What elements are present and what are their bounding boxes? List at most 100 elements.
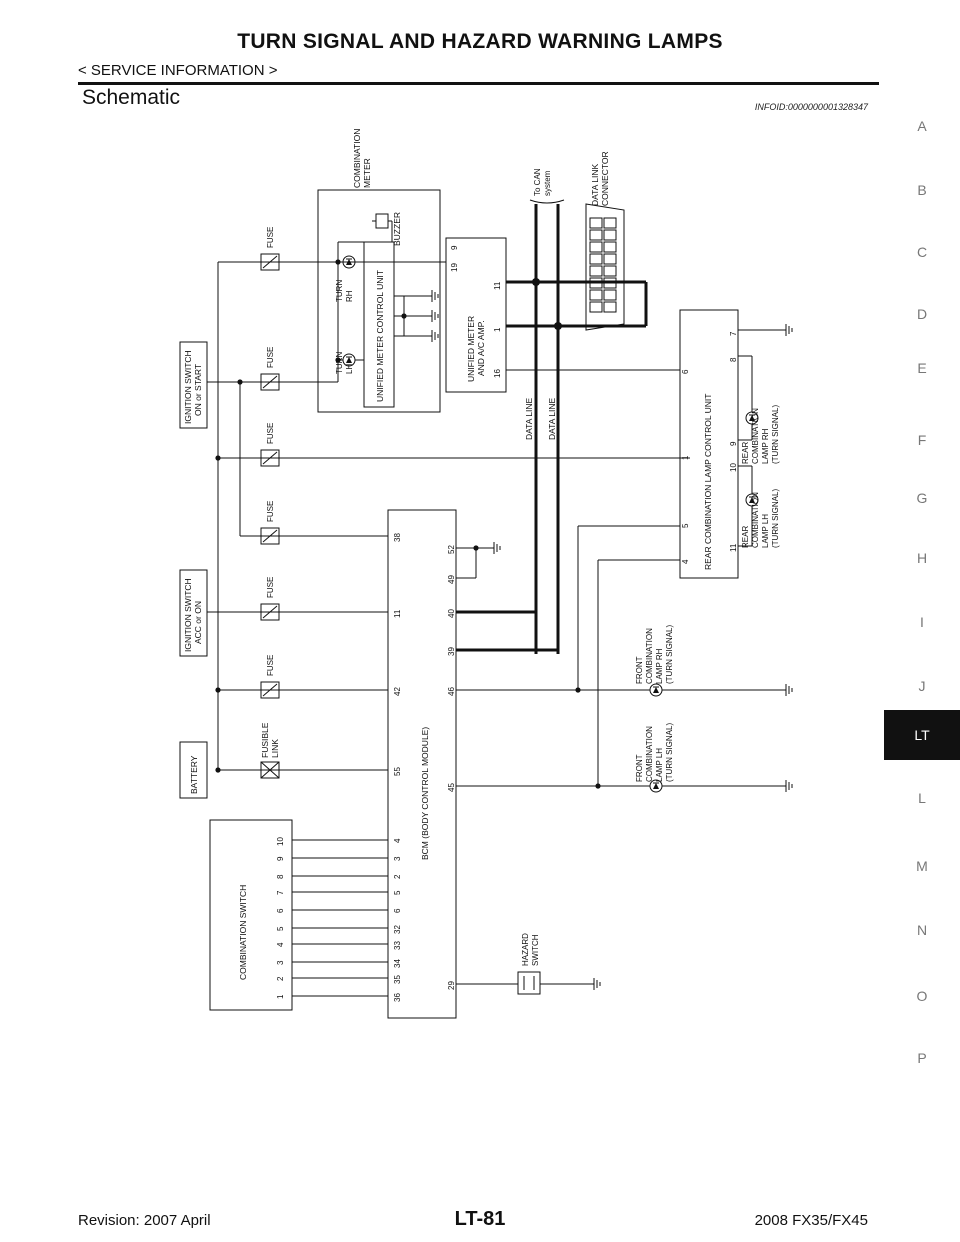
amp-pin: 11 — [493, 281, 502, 290]
index-tab-f[interactable]: F — [917, 432, 927, 448]
turn-rh-icon — [346, 259, 352, 265]
battery-label: BATTERY — [189, 755, 199, 794]
fuse-label: FUSE — [266, 501, 275, 522]
rear-pin: 6 — [681, 369, 690, 374]
fusible-link-label: LINK — [270, 739, 280, 758]
comb-switch-pin: 1 — [276, 994, 285, 999]
index-tab-p[interactable]: P — [917, 1050, 927, 1066]
rear-lh-label: LAMP LH — [761, 514, 770, 548]
rear-lh-icon — [749, 497, 755, 503]
buzzer-label: BUZZER — [392, 212, 402, 246]
data-link-connector-label: CONNECTOR — [600, 151, 610, 206]
bcm-pin: 46 — [447, 687, 456, 696]
index-tab-e[interactable]: E — [917, 360, 927, 376]
ign-acc-on-label: ACC or ON — [193, 601, 203, 644]
bcm-pin: 42 — [393, 687, 402, 696]
rear-rh-label: COMBINATION — [751, 408, 760, 464]
index-tab-g[interactable]: G — [916, 490, 928, 506]
umcu-label: UNIFIED METER CONTROL UNIT — [375, 270, 385, 402]
dlc-pin — [589, 277, 603, 289]
rear-rh-label: LAMP RH — [761, 428, 770, 464]
front-lh-label: LAMP LH — [655, 748, 664, 782]
bcm-pin: 5 — [393, 890, 402, 895]
fuse-bcm-38 — [260, 527, 280, 545]
index-tab-a[interactable]: A — [917, 118, 927, 134]
index-tab-o[interactable]: O — [916, 988, 928, 1004]
rear-pin: 5 — [681, 523, 690, 528]
turn-lh-label: TURN — [335, 352, 344, 374]
index-tab-i[interactable]: I — [920, 614, 924, 630]
fuse-meter-ign — [262, 375, 278, 389]
dlc-pin — [603, 217, 617, 229]
rear-rh-label: REAR — [741, 442, 750, 464]
comb-switch-pin: 5 — [276, 926, 285, 931]
rear-pin: 4 — [681, 559, 690, 564]
comb-switch-pin: 2 — [276, 976, 285, 981]
data-link-connector-label: DATA LINK — [590, 163, 600, 206]
index-tab-h[interactable]: H — [916, 550, 928, 566]
data-line-label: DATA LINE — [547, 397, 557, 440]
bcm-pin: 38 — [393, 533, 402, 542]
info-id: INFOID:0000000001328347 — [754, 102, 868, 112]
page-number: LT-81 — [454, 1208, 506, 1230]
comb-switch-pin: 10 — [276, 837, 285, 846]
bcm-pin: 11 — [393, 609, 402, 618]
index-tab-b[interactable]: B — [917, 182, 927, 198]
rear-rh-icon — [749, 415, 755, 421]
rear-lh-label: (TURN SIGNAL) — [771, 489, 780, 548]
fuse-bcm-42 — [262, 683, 278, 697]
bcm-pin: 49 — [447, 575, 456, 584]
comb-switch-pin: 6 — [276, 908, 285, 913]
rear-rh-label: (TURN SIGNAL) — [771, 405, 780, 464]
amp-pin: 16 — [493, 369, 502, 378]
rear-pin: 10 — [729, 463, 738, 472]
junction — [554, 322, 562, 330]
combination-switch-label: COMBINATION SWITCH — [238, 885, 248, 980]
bcm-pin: 32 — [393, 925, 402, 934]
fuse-label: FUSE — [266, 655, 275, 676]
combination-meter-label: METER — [362, 158, 372, 188]
fuse-bcm-38 — [262, 529, 278, 543]
ign-on-start-label: ON or START — [193, 364, 203, 416]
fuse-meter — [262, 255, 278, 269]
rear-lh-label: COMBINATION — [751, 492, 760, 548]
index-tab-c[interactable]: C — [916, 244, 928, 260]
index-tab-j[interactable]: J — [918, 678, 926, 694]
header-rule — [78, 82, 879, 85]
rear-pin: 11 — [729, 543, 738, 552]
rear-pin: 8 — [729, 357, 738, 362]
hazard-label: SWITCH — [531, 934, 540, 966]
fuse-label: FUSE — [266, 577, 275, 598]
battery-box — [179, 741, 208, 799]
index-tab-lt[interactable]: LT — [884, 710, 960, 760]
junction — [473, 545, 479, 551]
front-lh-label: COMBINATION — [645, 726, 654, 782]
dlc-pin — [589, 253, 603, 265]
combination-meter-box — [317, 189, 441, 413]
data-line-label: DATA LINE — [524, 397, 534, 440]
amp-pin: 1 — [493, 327, 502, 332]
index-tab-d[interactable]: D — [916, 306, 928, 322]
dlc-pin — [589, 265, 603, 277]
fuse-rear — [262, 451, 278, 465]
comb-switch-pin: 4 — [276, 942, 285, 947]
fusible-link-label: FUSIBLE — [260, 722, 270, 758]
index-tab-l[interactable]: L — [918, 790, 926, 806]
fuse-label: FUSE — [266, 227, 275, 248]
dlc-pin — [603, 289, 617, 301]
front-rh-label: LAMP RH — [655, 648, 664, 684]
index-tab-m[interactable]: M — [916, 858, 928, 874]
dlc-pin — [603, 265, 617, 277]
index-tab-n[interactable]: N — [916, 922, 928, 938]
bcm-pin: 45 — [447, 783, 456, 792]
fuse-rear — [260, 449, 280, 467]
rear-pin: 7 — [729, 331, 738, 336]
bcm-pin: 39 — [447, 647, 456, 656]
hazard-label: HAZARD — [521, 933, 530, 966]
amp-pin: 19 — [450, 263, 459, 272]
unified-amp-box — [445, 237, 507, 393]
front-lh-label: (TURN SIGNAL) — [665, 723, 674, 782]
comb-switch-pin: 3 — [276, 960, 285, 965]
ign-on-start-box — [179, 341, 208, 429]
dlc-pin — [589, 289, 603, 301]
